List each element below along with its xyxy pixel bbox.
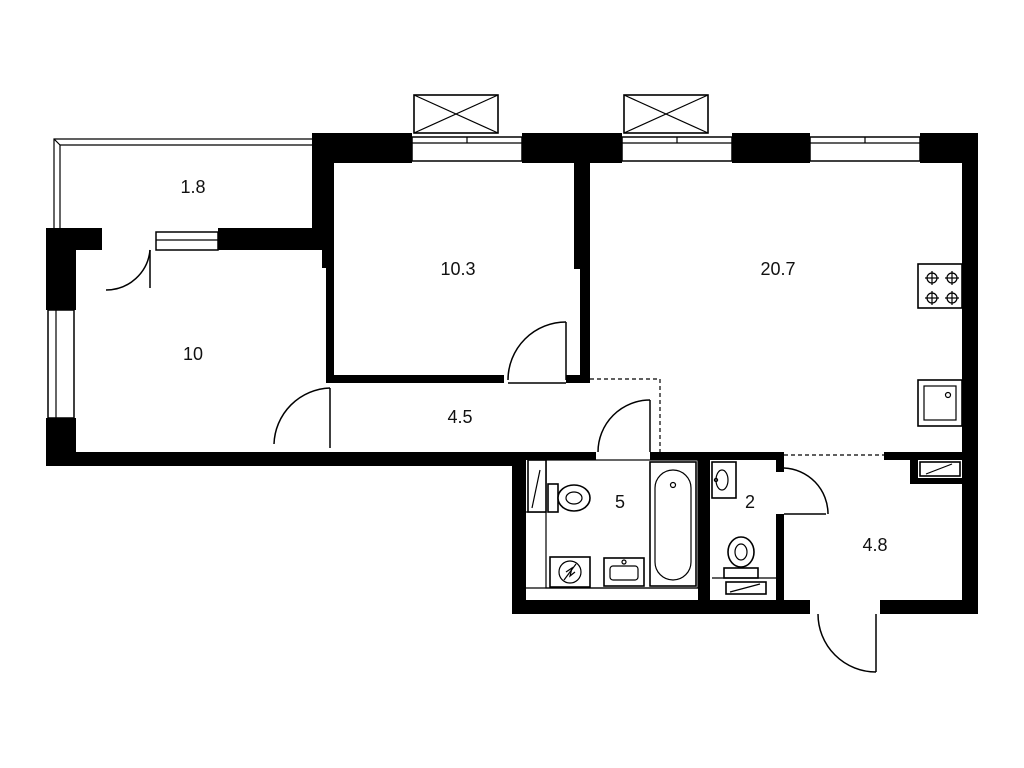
passage-line (590, 378, 661, 452)
radiator-icon (919, 461, 961, 477)
balcony-window (155, 231, 219, 251)
bathroom-fixtures (526, 459, 699, 589)
room-area-bathroom: 5 (615, 492, 625, 512)
washing-machine-icon (549, 556, 591, 588)
ac-units (413, 94, 709, 134)
room-area-hallway: 4.8 (862, 535, 887, 555)
room-area-corridor: 4.5 (447, 407, 472, 427)
doors (105, 249, 884, 673)
sink-icon (917, 379, 963, 427)
washbasin-icon (711, 461, 737, 499)
toilet-room-fixtures (711, 461, 776, 595)
windows (47, 136, 921, 419)
walls (46, 133, 978, 614)
toilet-icon (723, 536, 759, 579)
door-icon (597, 399, 651, 453)
cabinet-icon (527, 459, 547, 513)
window-bedroom (47, 309, 75, 419)
stove-icon (917, 263, 963, 309)
loggia-outline (53, 138, 312, 228)
bathtub-icon (649, 461, 697, 587)
door-icon (817, 613, 877, 673)
sink-icon (603, 557, 645, 587)
toilet-icon (547, 483, 591, 513)
room-area-toilet: 2 (745, 492, 755, 512)
door-icon (507, 321, 567, 384)
door-icon (105, 249, 151, 291)
ac-unit-icon (413, 94, 499, 134)
kitchen-fixtures (917, 263, 963, 477)
room-area-bedroom: 10 (183, 344, 203, 364)
room-area-bedroom-2: 10.3 (440, 259, 475, 279)
room-area-loggia: 1.8 (180, 177, 205, 197)
radiator-icon (725, 581, 767, 595)
ac-unit-icon (623, 94, 709, 134)
door-icon (273, 387, 331, 448)
door-icon (783, 467, 829, 515)
area-labels: 1.8 10 10.3 20.7 4.5 5 2 4.8 (180, 177, 887, 555)
room-area-kitchen-living: 20.7 (760, 259, 795, 279)
